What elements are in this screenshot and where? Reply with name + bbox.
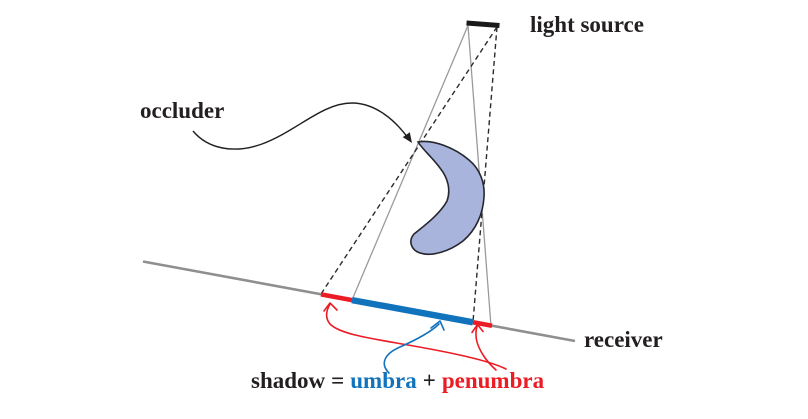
equals-sign: = — [331, 368, 345, 393]
occluder-pointer-arrow — [192, 102, 409, 150]
occluder-shape — [410, 140, 485, 256]
plus-sign: + — [422, 368, 436, 393]
penumbra-segment-right — [472, 320, 493, 329]
umbra-segment — [351, 296, 474, 326]
penumbra-pointer-arrow-left — [325, 303, 507, 370]
shadow-equation: shadow = umbra + penumbra — [251, 369, 544, 392]
penumbra-pointer-arrow-right — [475, 324, 497, 371]
penumbra-word: penumbra — [441, 368, 545, 393]
umbra-pointer-arrowhead-icon — [430, 320, 445, 331]
occluder-label: occluder — [140, 98, 225, 123]
light-source-bar — [466, 20, 500, 28]
penumbra-segment-left — [320, 292, 353, 303]
umbra-boundary-ray-left-solid — [351, 25, 469, 301]
penumbra-pointer-arrowhead-left-icon — [323, 302, 338, 312]
umbra-pointer-arrow — [383, 323, 440, 374]
penumbra-boundary-ray-left-dashed — [320, 26, 498, 295]
penumbra-pointer-arrowhead-right-icon — [471, 323, 484, 334]
receiver-label: receiver — [584, 327, 663, 352]
umbra-word: umbra — [350, 368, 417, 393]
umbra-boundary-ray-right-dashed — [472, 26, 498, 323]
shadow-word: shadow — [251, 368, 326, 393]
light-source-label: light source — [530, 12, 644, 37]
occluder-pointer-arrowhead-icon — [402, 132, 412, 143]
